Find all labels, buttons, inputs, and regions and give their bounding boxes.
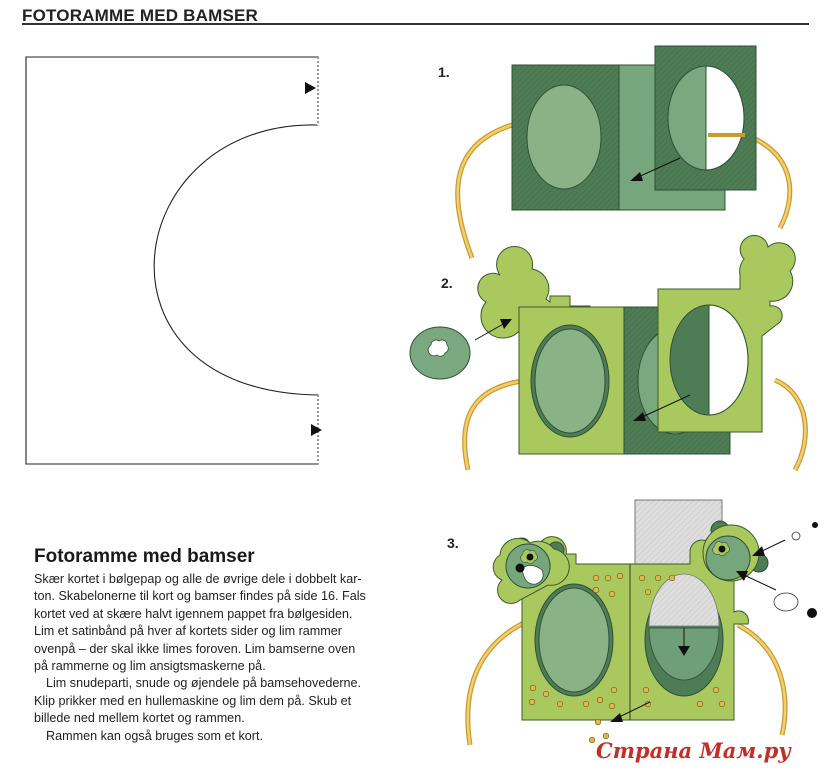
instructions-line: kortet ved at skære halvt igennem pappet… [34, 606, 353, 621]
instructions-line: Klip prikker med en hullemaskine og lim … [34, 693, 352, 708]
instructions-line: Lim et satinbånd på hver af kortets side… [34, 624, 342, 639]
arrow-icon [633, 412, 646, 421]
frame-template [25, 56, 322, 465]
arrow-icon [630, 172, 643, 181]
step-3-illustration [465, 499, 818, 746]
watermark: Страна Мам.ру [596, 738, 791, 763]
arrow-icon [500, 319, 512, 329]
instructions-line: Rammen kan også bruges som et kort. [46, 728, 263, 743]
bear-head-right [702, 520, 769, 582]
step-label-3: 3. [447, 535, 459, 551]
instructions-line: Lim snudeparti, snude og øjendele på bam… [46, 676, 362, 691]
instructions-line: på rammerne og lim ansigtsmaskerne på. [34, 659, 266, 674]
instructions-line: ovenpå – der skal ikke limes foroven. Li… [34, 641, 356, 656]
arrow-icon [752, 546, 765, 556]
bear-head-left [492, 537, 570, 604]
instructions-line: Skær kortet i bølgepap og alle de øvrige… [34, 572, 362, 586]
instructions-title: Fotoramme med bamser [34, 546, 255, 567]
instructions: Fotoramme med bamser Skær kortet i bølge… [34, 546, 424, 745]
fold-arrow-icon [305, 82, 316, 94]
arrow-icon [678, 646, 690, 656]
instructions-line: ton. Skabelonerne til kort og bamser fin… [34, 589, 366, 604]
page-header: FOTORAMME MED BAMSER [22, 6, 259, 25]
step-label-1: 1. [438, 64, 450, 80]
step-1-illustration [455, 45, 793, 259]
arrow-icon [610, 713, 623, 722]
fold-arrow-icon [311, 424, 322, 436]
step-2-illustration [409, 234, 808, 472]
instructions-line: billede ned mellem kortet og rammen. [34, 711, 245, 726]
header-rule [22, 23, 809, 25]
step-label-2: 2. [441, 275, 453, 291]
arrow-icon [736, 571, 748, 581]
